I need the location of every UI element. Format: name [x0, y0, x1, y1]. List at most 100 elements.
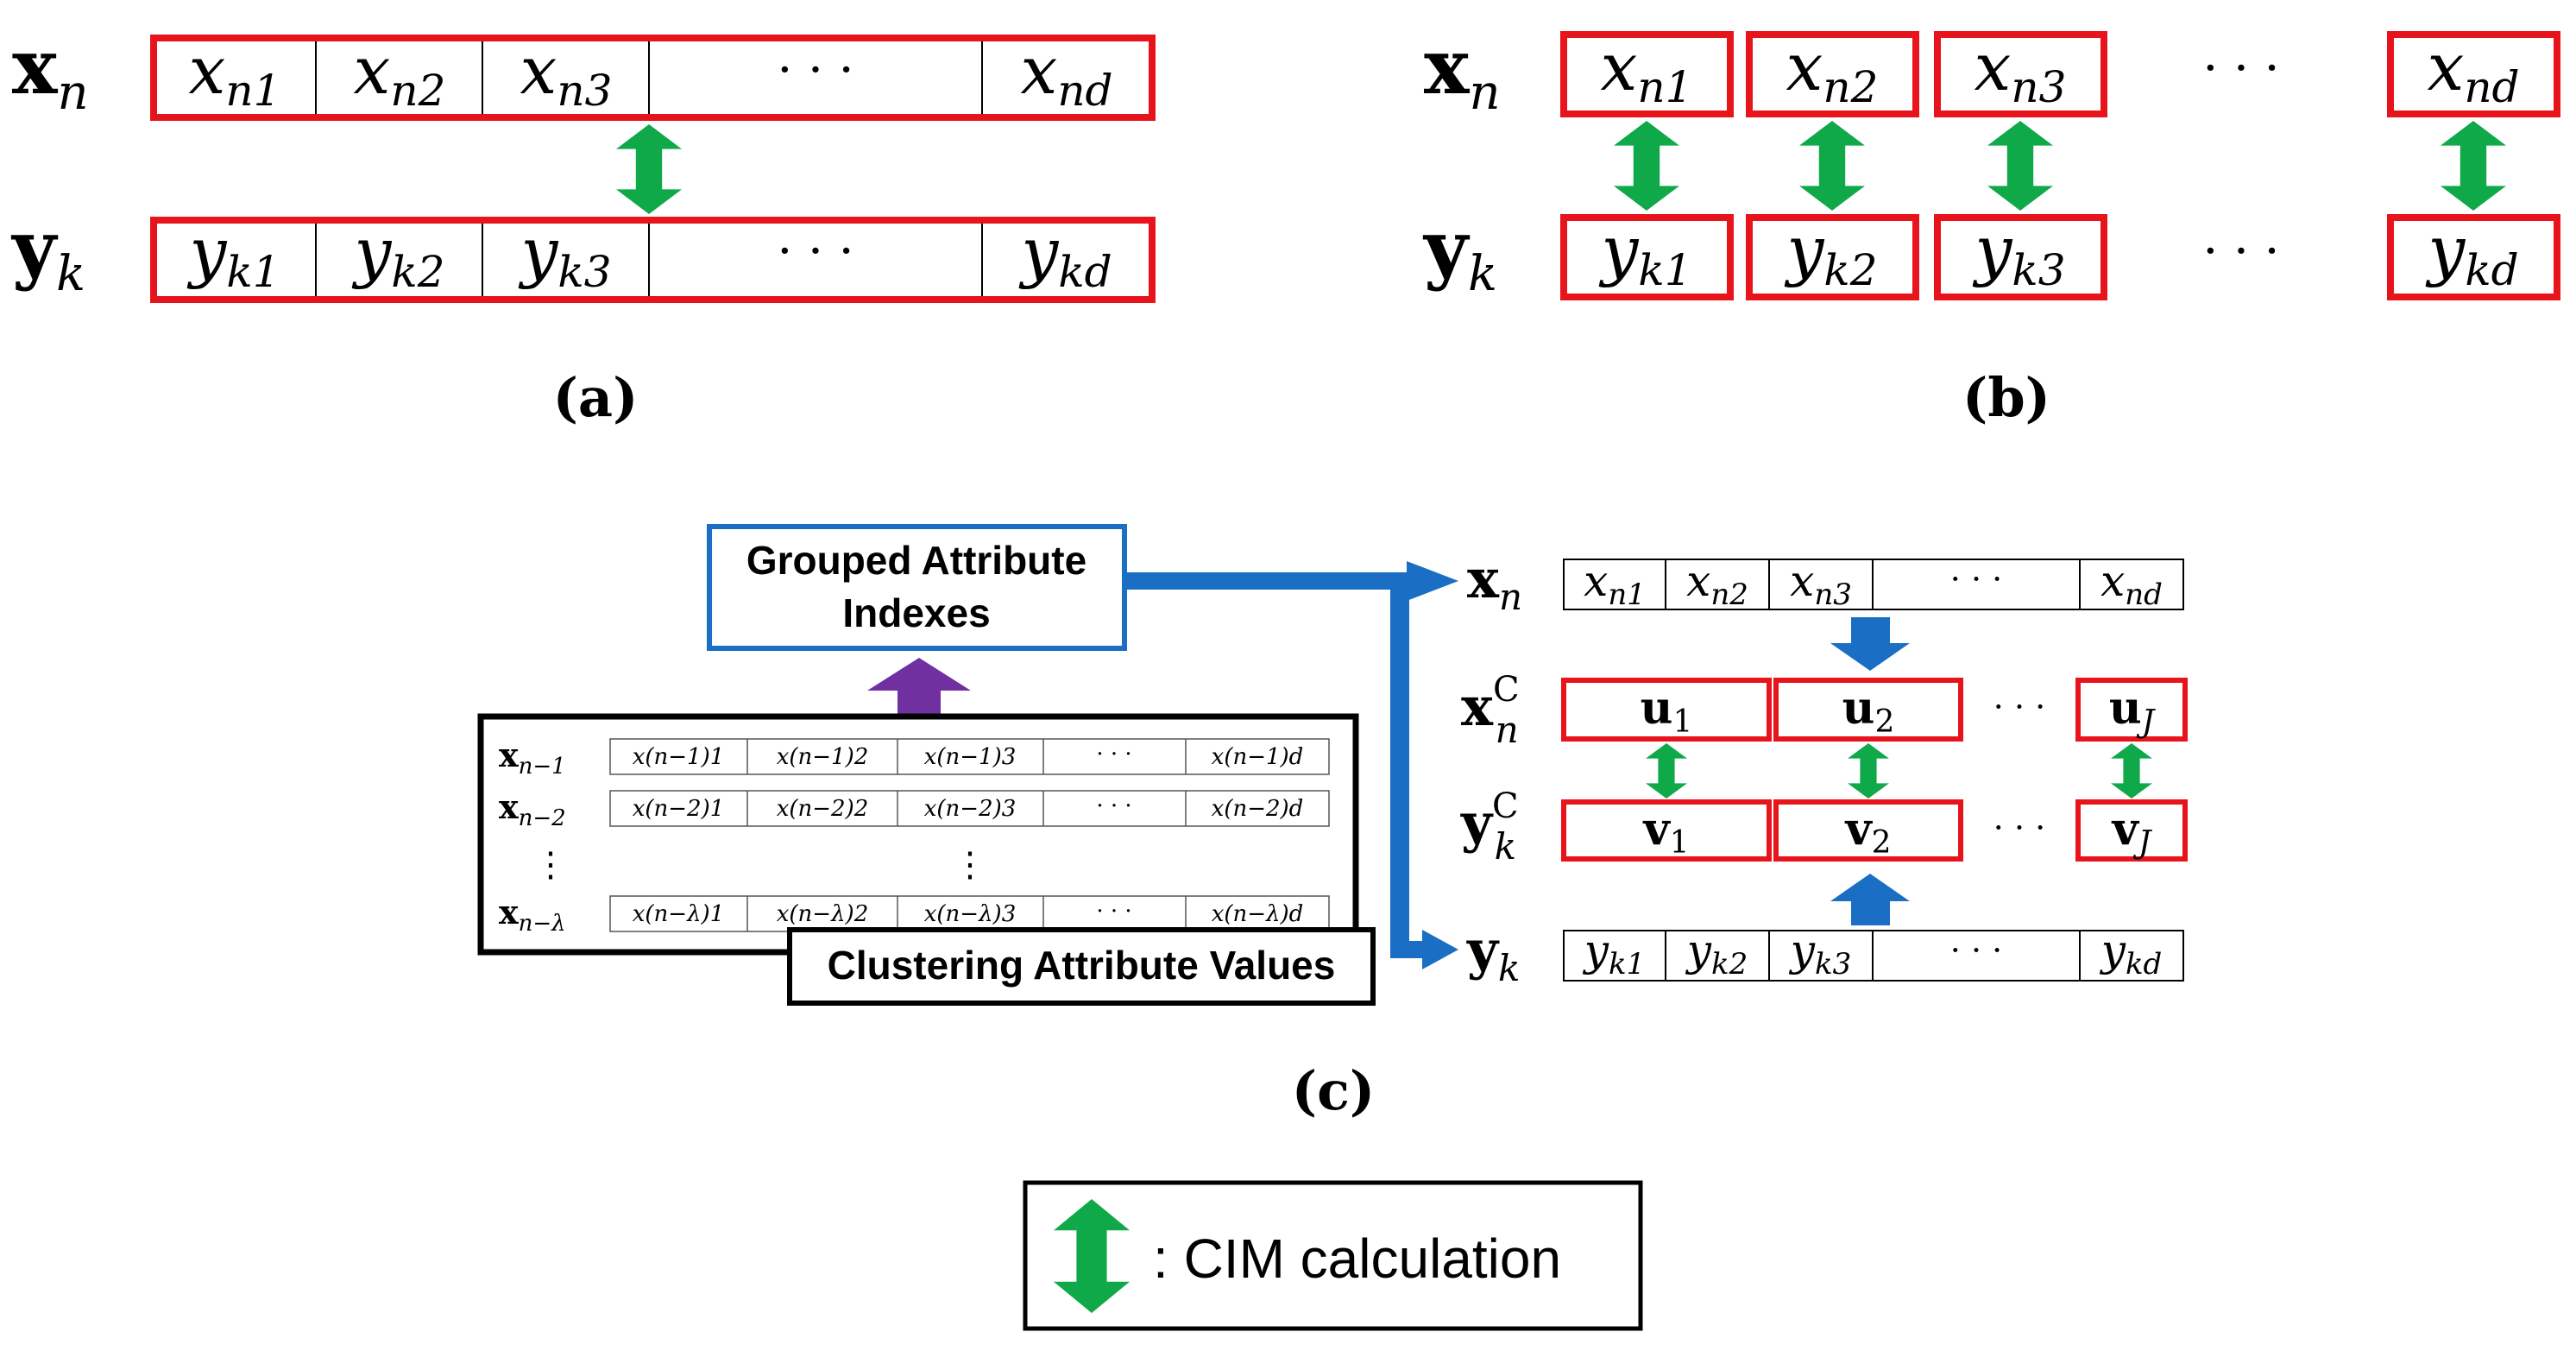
blue-arrow-icon — [1124, 561, 1458, 958]
panel-a-y-cell-2: yk2 — [351, 213, 444, 297]
history-cell-ellipsis: · · · — [1096, 793, 1131, 819]
grouped-attribute-box — [707, 524, 1127, 651]
panel-a-y-vector-box — [150, 217, 1156, 303]
panel-b-x-cell-ellipsis: · · · — [2202, 41, 2279, 97]
history-row-lambda: xn−λ x(n−λ)1 x(n−λ)2 x(n−λ)3 · · · x(n−λ… — [499, 893, 1330, 937]
grouped-attribute-line2: Indexes — [842, 590, 990, 635]
yc-ellipsis: · · · — [1993, 809, 2045, 847]
panel-b-y-cell-box — [1934, 214, 2107, 300]
panel-b-y-cell-1: yk1 — [1598, 211, 1691, 295]
history-row-label: xn−1 — [499, 735, 566, 780]
history-row-1: xn−1 x(n−1)1 x(n−1)2 x(n−1)3 · · · x(n−1… — [499, 735, 1330, 780]
u2-label: u2 — [1842, 682, 1895, 740]
xn-cell-3: xn3 — [1790, 556, 1852, 612]
panel-a-x-cell-ellipsis: · · · — [777, 42, 853, 98]
blue-arrow-icon — [1390, 941, 1425, 958]
panel-a-y-label: yk — [10, 203, 85, 302]
panel-b-x-cell-box — [1934, 31, 2107, 117]
history-cell: x(n−λ)d — [1212, 901, 1304, 927]
blue-up-arrow-icon — [1830, 874, 1910, 925]
history-cell: x(n−2)1 — [633, 796, 725, 822]
blue-arrow-icon — [1422, 930, 1458, 969]
panel-b-x-cell-1: xn1 — [1601, 28, 1693, 112]
legend: : CIM calculation — [1023, 1180, 1643, 1331]
history-cell: x(n−1)d — [1212, 744, 1304, 770]
history-cell: x(n−2)2 — [777, 796, 869, 822]
vJ-label: vJ — [2112, 803, 2153, 861]
v1-label: v1 — [1642, 803, 1689, 861]
history-row-box — [609, 790, 1330, 827]
panel-b-x-cell-box — [1746, 31, 1919, 117]
panel-b-x-cell-box — [2387, 31, 2560, 117]
uJ-box — [2075, 678, 2188, 742]
panel-c-caption: (c) — [1292, 1059, 1375, 1122]
panel-a-x-cell-2: xn2 — [354, 32, 446, 116]
yk-cell-ellipsis: · · · — [1950, 931, 2002, 969]
uJ-label: uJ — [2109, 682, 2157, 740]
purple-up-arrow-icon — [867, 658, 971, 717]
history-row-2: xn−2 x(n−2)1 x(n−2)2 x(n−2)3 · · · x(n−2… — [499, 787, 1330, 831]
history-row-label: xn−2 — [499, 787, 566, 831]
cim-arrow-icon — [1646, 743, 1687, 799]
panel-a-x-vector-box — [150, 35, 1156, 121]
panel-b-x-cell-3: xn3 — [1975, 28, 2067, 112]
panel-b-y-cell-2: yk2 — [1784, 211, 1877, 295]
history-cell-ellipsis: · · · — [1096, 742, 1131, 767]
cim-arrow-icon — [2441, 121, 2506, 211]
panel-b-y-cell-ellipsis: · · · — [2202, 224, 2279, 280]
u1-box — [1561, 678, 1772, 742]
clustering-attribute-box — [787, 927, 1376, 1006]
panel-b-x-label: xn — [1424, 22, 1501, 121]
xn-cell-1: xn1 — [1584, 556, 1646, 612]
yk-row-label: yk — [1466, 919, 1520, 989]
xn-cell-ellipsis: · · · — [1950, 560, 2002, 598]
legend-text: : CIM calculation — [1153, 1228, 1561, 1290]
yk-cell-3: yk3 — [1789, 925, 1851, 982]
clustering-attribute-label: Clustering Attribute Values — [828, 943, 1336, 988]
xn-cell-d: xnd — [2100, 556, 2163, 612]
panel-c: Grouped Attribute Indexes xn−1 x(n−1)1 x… — [477, 524, 2188, 1122]
cim-arrow-icon — [1799, 121, 1865, 211]
history-cell: x(n−1)1 — [633, 744, 725, 770]
cim-arrow-icon — [1848, 743, 1889, 799]
grouped-attribute-line1: Grouped Attribute — [746, 538, 1086, 583]
yk-cell-2: yk2 — [1685, 925, 1748, 982]
xn-row-label: xn — [1467, 547, 1522, 618]
history-cell: x(n−λ)3 — [924, 901, 1017, 927]
panel-a-y-cell-1: yk1 — [186, 213, 280, 297]
history-cell: x(n−λ)2 — [777, 901, 869, 927]
cim-arrow-icon — [1614, 121, 1679, 211]
panel-b: xn yk xn1 xn2 xn3 · · · xnd yk1 yk2 yk3 … — [1422, 22, 2560, 429]
history-cell-ellipsis: · · · — [1096, 899, 1131, 925]
yk-cell-1: yk1 — [1583, 925, 1645, 982]
panel-a-x-cell-1: xn1 — [189, 32, 281, 116]
panel-b-y-cell-3: yk3 — [1972, 211, 2065, 295]
v1-box — [1561, 799, 1772, 862]
cim-arrow-icon — [2111, 743, 2152, 799]
panel-a-caption: (a) — [553, 366, 639, 429]
vJ-box — [2075, 799, 2188, 862]
vertical-ellipsis: ⋮ — [533, 845, 568, 885]
panel-b-x-cell-box — [1560, 31, 1734, 117]
history-cell: x(n−1)2 — [777, 744, 869, 770]
panel-a-x-cell-d: xnd — [1020, 32, 1112, 116]
panel-b-y-cell-d: ykd — [2425, 211, 2518, 295]
panel-a: xn yk xn1 xn2 xn3 · · · xnd yk1 yk2 yk3 … — [10, 22, 1156, 429]
panel-a-y-cell-3: yk3 — [518, 213, 611, 297]
history-cell: x(n−2)3 — [924, 796, 1017, 822]
cim-arrow-icon — [1987, 121, 2053, 211]
panel-a-x-cell-3: xn3 — [520, 32, 613, 116]
panel-b-x-cell-d: xnd — [2427, 28, 2519, 112]
history-cell: x(n−2)d — [1212, 796, 1304, 822]
cim-arrow-icon — [616, 124, 682, 214]
history-row-label: xn−λ — [499, 893, 566, 937]
vertical-ellipsis: ⋮ — [953, 845, 987, 885]
yk-cell-d: ykd — [2100, 925, 2163, 982]
legend-box — [1023, 1180, 1643, 1331]
v2-box — [1773, 799, 1963, 862]
history-cell: x(n−λ)1 — [633, 901, 725, 927]
panel-b-y-cell-box — [1560, 214, 1734, 300]
